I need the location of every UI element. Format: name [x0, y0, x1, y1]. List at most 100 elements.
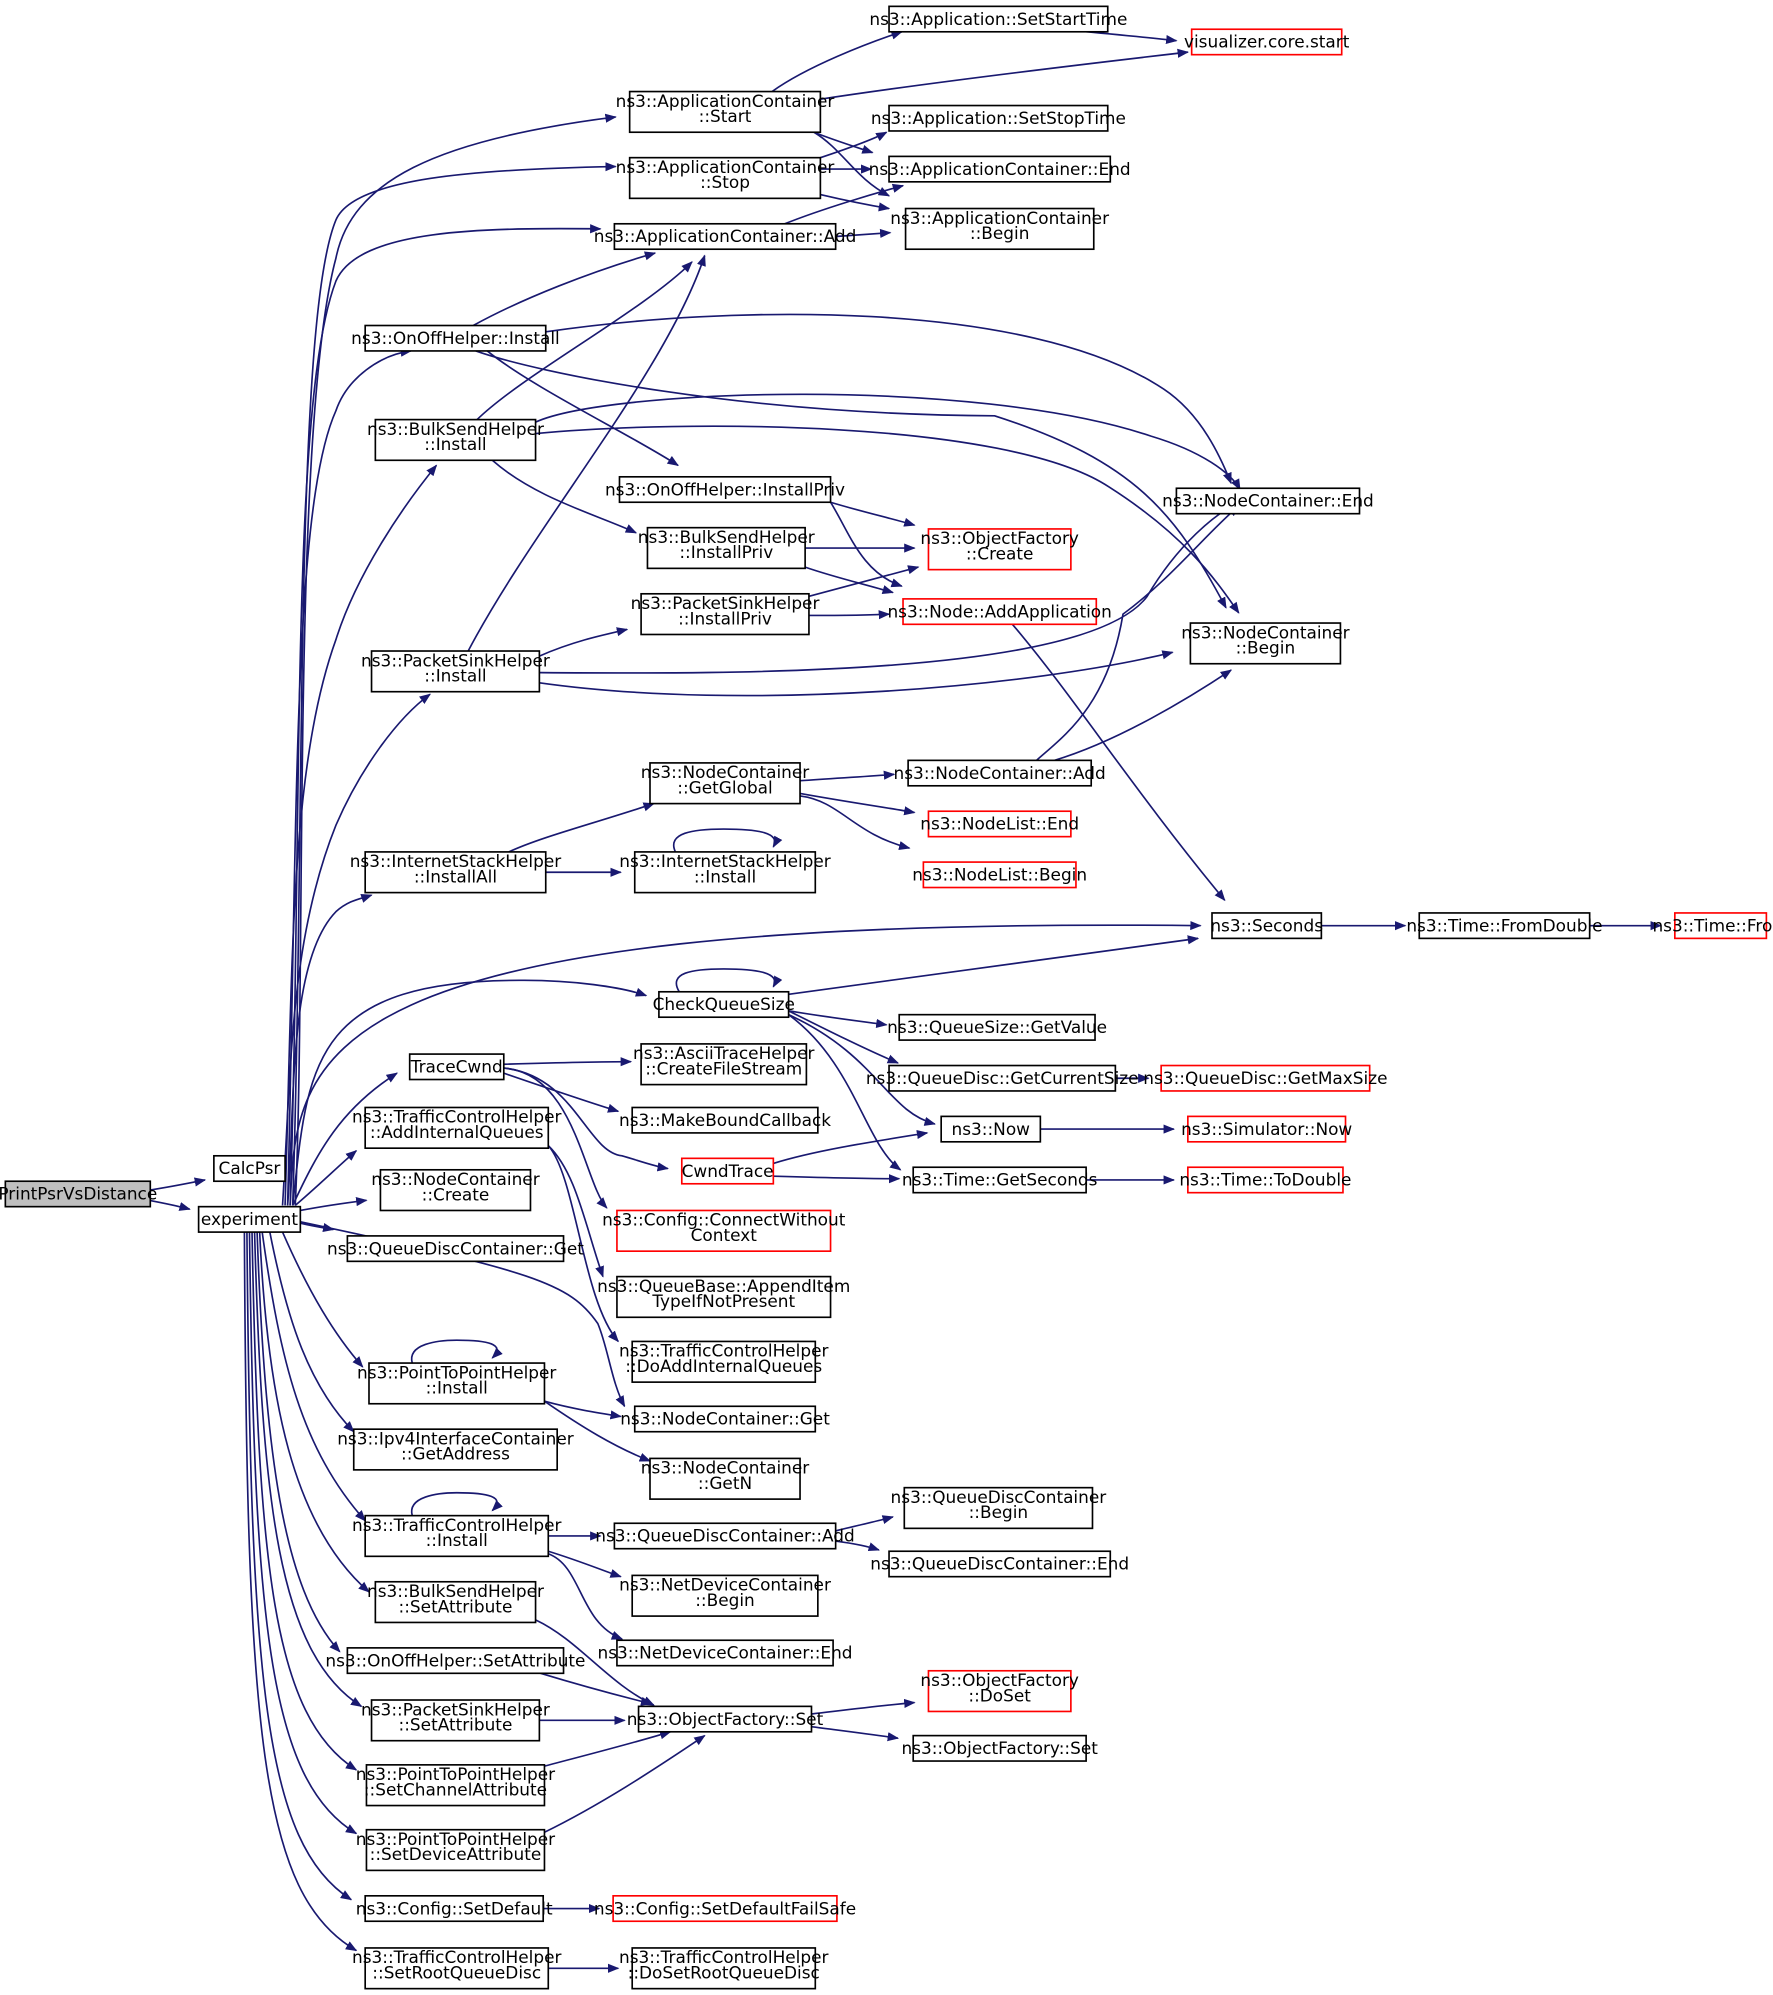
node-box-qdcursize[interactable] — [888, 1064, 1117, 1092]
node-box-makebound[interactable] — [631, 1106, 819, 1134]
node-box-calcpsr[interactable] — [213, 1154, 286, 1183]
node-box-simnow[interactable] — [1187, 1115, 1347, 1143]
node-box-onoffpriv[interactable] — [618, 475, 832, 504]
node-simnow[interactable]: ns3::Simulator::Now — [1181, 1115, 1352, 1143]
node-box-onoffsetattr[interactable] — [346, 1647, 565, 1675]
node-box-bulksetattr[interactable] — [374, 1580, 537, 1624]
node-calcpsr[interactable]: CalcPsr — [213, 1154, 286, 1183]
node-box-setstart[interactable] — [888, 5, 1109, 33]
node-onoffpriv[interactable]: ns3::OnOffHelper::InstallPriv — [605, 475, 845, 504]
node-box-sinkpriv[interactable] — [640, 592, 810, 636]
node-box-acadd[interactable] — [613, 222, 837, 251]
node-tchinstall[interactable]: ns3::TrafficControlHelper::Install — [352, 1514, 562, 1558]
node-box-bulkinstall[interactable] — [374, 418, 537, 462]
node-sinkpriv[interactable]: ns3::PacketSinkHelper::InstallPriv — [631, 592, 820, 636]
node-experiment[interactable]: experiment — [197, 1205, 302, 1233]
node-ipv4addr[interactable]: ns3::Ipv4InterfaceContainer::GetAddress — [337, 1428, 574, 1471]
node-box-ishinstall[interactable] — [633, 851, 817, 894]
node-box-ofdoset[interactable] — [927, 1669, 1072, 1713]
node-box-ndcend[interactable] — [616, 1639, 834, 1667]
node-box-ncgetn[interactable] — [649, 1457, 801, 1500]
node-getseconds[interactable]: ns3::Time::GetSeconds — [902, 1166, 1098, 1194]
node-box-ncend[interactable] — [1175, 487, 1361, 515]
node-acbegin[interactable]: ns3::ApplicationContainer::Begin — [890, 207, 1109, 251]
node-box-sinksetattr[interactable] — [370, 1699, 541, 1742]
node-box-tchroot[interactable] — [364, 1947, 550, 1990]
node-box-bulkpriv[interactable] — [646, 526, 806, 570]
node-seconds[interactable]: ns3::Seconds — [1210, 912, 1323, 940]
node-qdcbegin[interactable]: ns3::QueueDiscContainer::Begin — [891, 1486, 1107, 1530]
node-ofset2[interactable]: ns3::ObjectFactory::Set — [901, 1734, 1098, 1762]
node-qdcget[interactable]: ns3::QueueDiscContainer::Get — [327, 1235, 584, 1263]
node-box-p2pchan[interactable] — [365, 1764, 546, 1807]
node-box-qdcend[interactable] — [888, 1550, 1112, 1578]
node-box-qsgetvalue[interactable] — [898, 1013, 1096, 1041]
node-box-acend[interactable] — [888, 155, 1112, 183]
node-ndcbegin[interactable]: ns3::NetDeviceContainer::Begin — [619, 1574, 831, 1617]
node-tchaddq[interactable]: ns3::TrafficControlHelper::AddInternalQu… — [352, 1106, 562, 1150]
node-cfgsetdef[interactable]: ns3::Config::SetDefault — [356, 1894, 553, 1923]
node-box-qdcget[interactable] — [346, 1235, 565, 1263]
node-box-acbegin[interactable] — [904, 207, 1095, 251]
node-box-qdcadd[interactable] — [613, 1522, 837, 1550]
node-bulksetattr[interactable]: ns3::BulkSendHelper::SetAttribute — [367, 1580, 544, 1624]
node-qdcadd[interactable]: ns3::QueueDiscContainer::Add — [595, 1522, 855, 1550]
node-box-ndcbegin[interactable] — [631, 1574, 819, 1617]
node-ncget[interactable]: ns3::NodeContainer::Get — [620, 1405, 830, 1433]
node-fromdouble[interactable]: ns3::Time::FromDouble — [1406, 912, 1603, 940]
node-qdcursize[interactable]: ns3::QueueDisc::GetCurrentSize — [866, 1064, 1139, 1092]
node-box-todouble[interactable] — [1187, 1166, 1344, 1194]
node-timefrom[interactable]: ns3::Time::From — [1652, 912, 1773, 940]
node-nlend[interactable]: ns3::NodeList::End — [920, 810, 1079, 838]
node-onoffsetattr[interactable]: ns3::OnOffHelper::SetAttribute — [325, 1647, 585, 1675]
node-box-ncglobal[interactable] — [649, 762, 801, 805]
node-box-root[interactable] — [4, 1180, 152, 1208]
node-checkq[interactable]: CheckQueueSize — [653, 990, 795, 1019]
node-p2pdev[interactable]: ns3::PointToPointHelper::SetDeviceAttrib… — [356, 1828, 555, 1872]
node-ncgetn[interactable]: ns3::NodeContainer::GetN — [641, 1457, 809, 1500]
node-todouble[interactable]: ns3::Time::ToDouble — [1179, 1166, 1351, 1194]
node-ncbegin[interactable]: ns3::NodeContainer::Begin — [1181, 622, 1350, 665]
node-box-cfgsetdef[interactable] — [364, 1894, 545, 1923]
node-acadd[interactable]: ns3::ApplicationContainer::Add — [594, 222, 857, 251]
node-nccreate[interactable]: ns3::NodeContainer::Create — [371, 1168, 540, 1212]
node-sinksetattr[interactable]: ns3::PacketSinkHelper::SetAttribute — [361, 1699, 550, 1742]
node-p2pchan[interactable]: ns3::PointToPointHelper::SetChannelAttri… — [356, 1764, 555, 1807]
node-now[interactable]: ns3::Now — [940, 1115, 1042, 1143]
node-qbappend[interactable]: ns3::QueueBase::AppendItemTypeIfNotPrese… — [597, 1275, 850, 1319]
node-ncadd[interactable]: ns3::NodeContainer::Add — [894, 759, 1106, 787]
node-qdcend[interactable]: ns3::QueueDiscContainer::End — [870, 1550, 1129, 1578]
node-makebound[interactable]: ns3::MakeBoundCallback — [619, 1106, 831, 1134]
node-box-fromdouble[interactable] — [1418, 912, 1591, 940]
node-qdmaxsize[interactable]: ns3::QueueDisc::GetMaxSize — [1143, 1064, 1388, 1092]
node-box-sinkinstall[interactable] — [370, 650, 541, 693]
node-box-ofcreate[interactable] — [927, 528, 1072, 571]
node-box-addapp[interactable] — [902, 598, 1098, 626]
node-box-installall[interactable] — [364, 851, 547, 894]
node-box-checkq[interactable] — [658, 990, 790, 1019]
node-acstop[interactable]: ns3::ApplicationContainer::Stop — [616, 156, 835, 200]
node-acend[interactable]: ns3::ApplicationContainer::End — [869, 155, 1131, 183]
node-box-nlend[interactable] — [927, 810, 1072, 838]
node-ofcreate[interactable]: ns3::ObjectFactory::Create — [920, 528, 1079, 571]
node-sinkinstall[interactable]: ns3::PacketSinkHelper::Install — [361, 650, 550, 693]
node-setstart[interactable]: ns3::Application::SetStartTime — [869, 5, 1127, 33]
node-nlbegin[interactable]: ns3::NodeList::Begin — [912, 861, 1087, 889]
node-box-qbappend[interactable] — [616, 1275, 832, 1319]
node-box-now[interactable] — [940, 1115, 1042, 1143]
node-box-tchdoadd[interactable] — [631, 1340, 817, 1383]
node-box-asciicreate[interactable] — [640, 1043, 808, 1086]
node-tchroot[interactable]: ns3::TrafficControlHelper::SetRootQueueD… — [352, 1947, 562, 1990]
node-box-qdmaxsize[interactable] — [1160, 1064, 1371, 1092]
node-box-cfgfailsafe[interactable] — [612, 1894, 838, 1923]
node-box-ofset1[interactable] — [637, 1705, 813, 1733]
node-cwndtrace[interactable]: CwndTrace — [680, 1157, 775, 1185]
node-p2pinstall[interactable]: ns3::PointToPointHelper::Install — [357, 1362, 556, 1405]
node-box-nccreate[interactable] — [379, 1168, 532, 1212]
node-box-ofset2[interactable] — [912, 1734, 1087, 1762]
node-ishinstall[interactable]: ns3::InternetStackHelper::Install — [619, 851, 831, 894]
node-root[interactable]: PrintPsrVsDistance — [0, 1180, 157, 1208]
node-box-timefrom[interactable] — [1674, 912, 1768, 940]
node-box-tchinstall[interactable] — [364, 1514, 550, 1558]
node-box-acstart[interactable] — [628, 90, 822, 134]
